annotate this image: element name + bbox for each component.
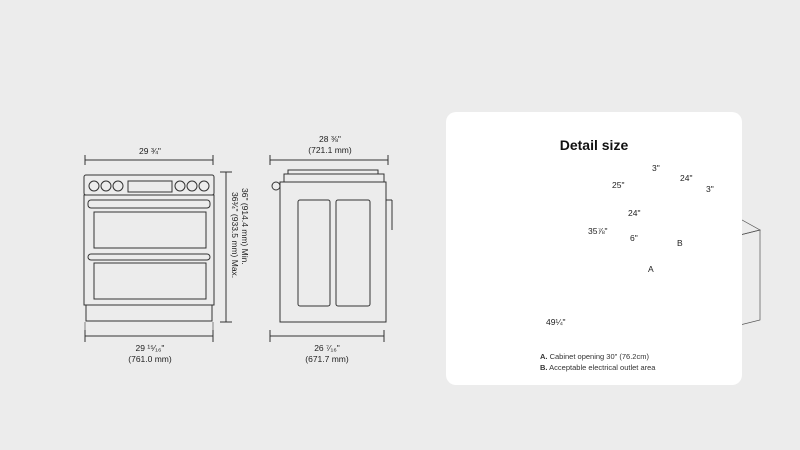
front-height-min: 36" (914.4 mm) Min. — [240, 188, 250, 265]
dim-3-left: 3" — [652, 163, 660, 173]
side-depth-bottom-mm: (671.7 mm) — [305, 354, 349, 364]
side-depth-bottom-in: 26 ⁷⁄₁₆" — [314, 343, 340, 353]
note-a: A. Cabinet opening 30" (76.2cm) — [540, 352, 649, 361]
dim-6: 6" — [630, 233, 638, 243]
dim-3-right: 3" — [706, 184, 714, 194]
front-width-bottom-in: 29 ¹⁵⁄₁₆" — [135, 343, 165, 353]
front-width-bottom-mm: (761.0 mm) — [128, 354, 172, 364]
side-depth-top-in: 28 ⅜" — [319, 134, 341, 144]
dim-b: B — [677, 238, 683, 248]
detail-title: Detail size — [559, 137, 629, 153]
front-height-max: 36¾" (933.5 mm) Max. — [230, 192, 240, 279]
dim-49: 49¼" — [546, 317, 566, 327]
detail-card — [446, 112, 742, 385]
dim-35: 35⅞" — [588, 226, 608, 236]
side-depth-top-mm: (721.1 mm) — [308, 145, 352, 155]
dim-24-top: 24" — [680, 173, 693, 183]
note-b: B. Acceptable electrical outlet area — [540, 363, 656, 372]
front-view-range — [83, 155, 232, 342]
dim-25: 25" — [612, 180, 625, 190]
dim-a: A — [648, 264, 654, 274]
front-width-top: 29 ¾" — [139, 146, 161, 156]
side-view-range — [269, 155, 393, 342]
dim-24-depth: 24" — [628, 208, 641, 218]
